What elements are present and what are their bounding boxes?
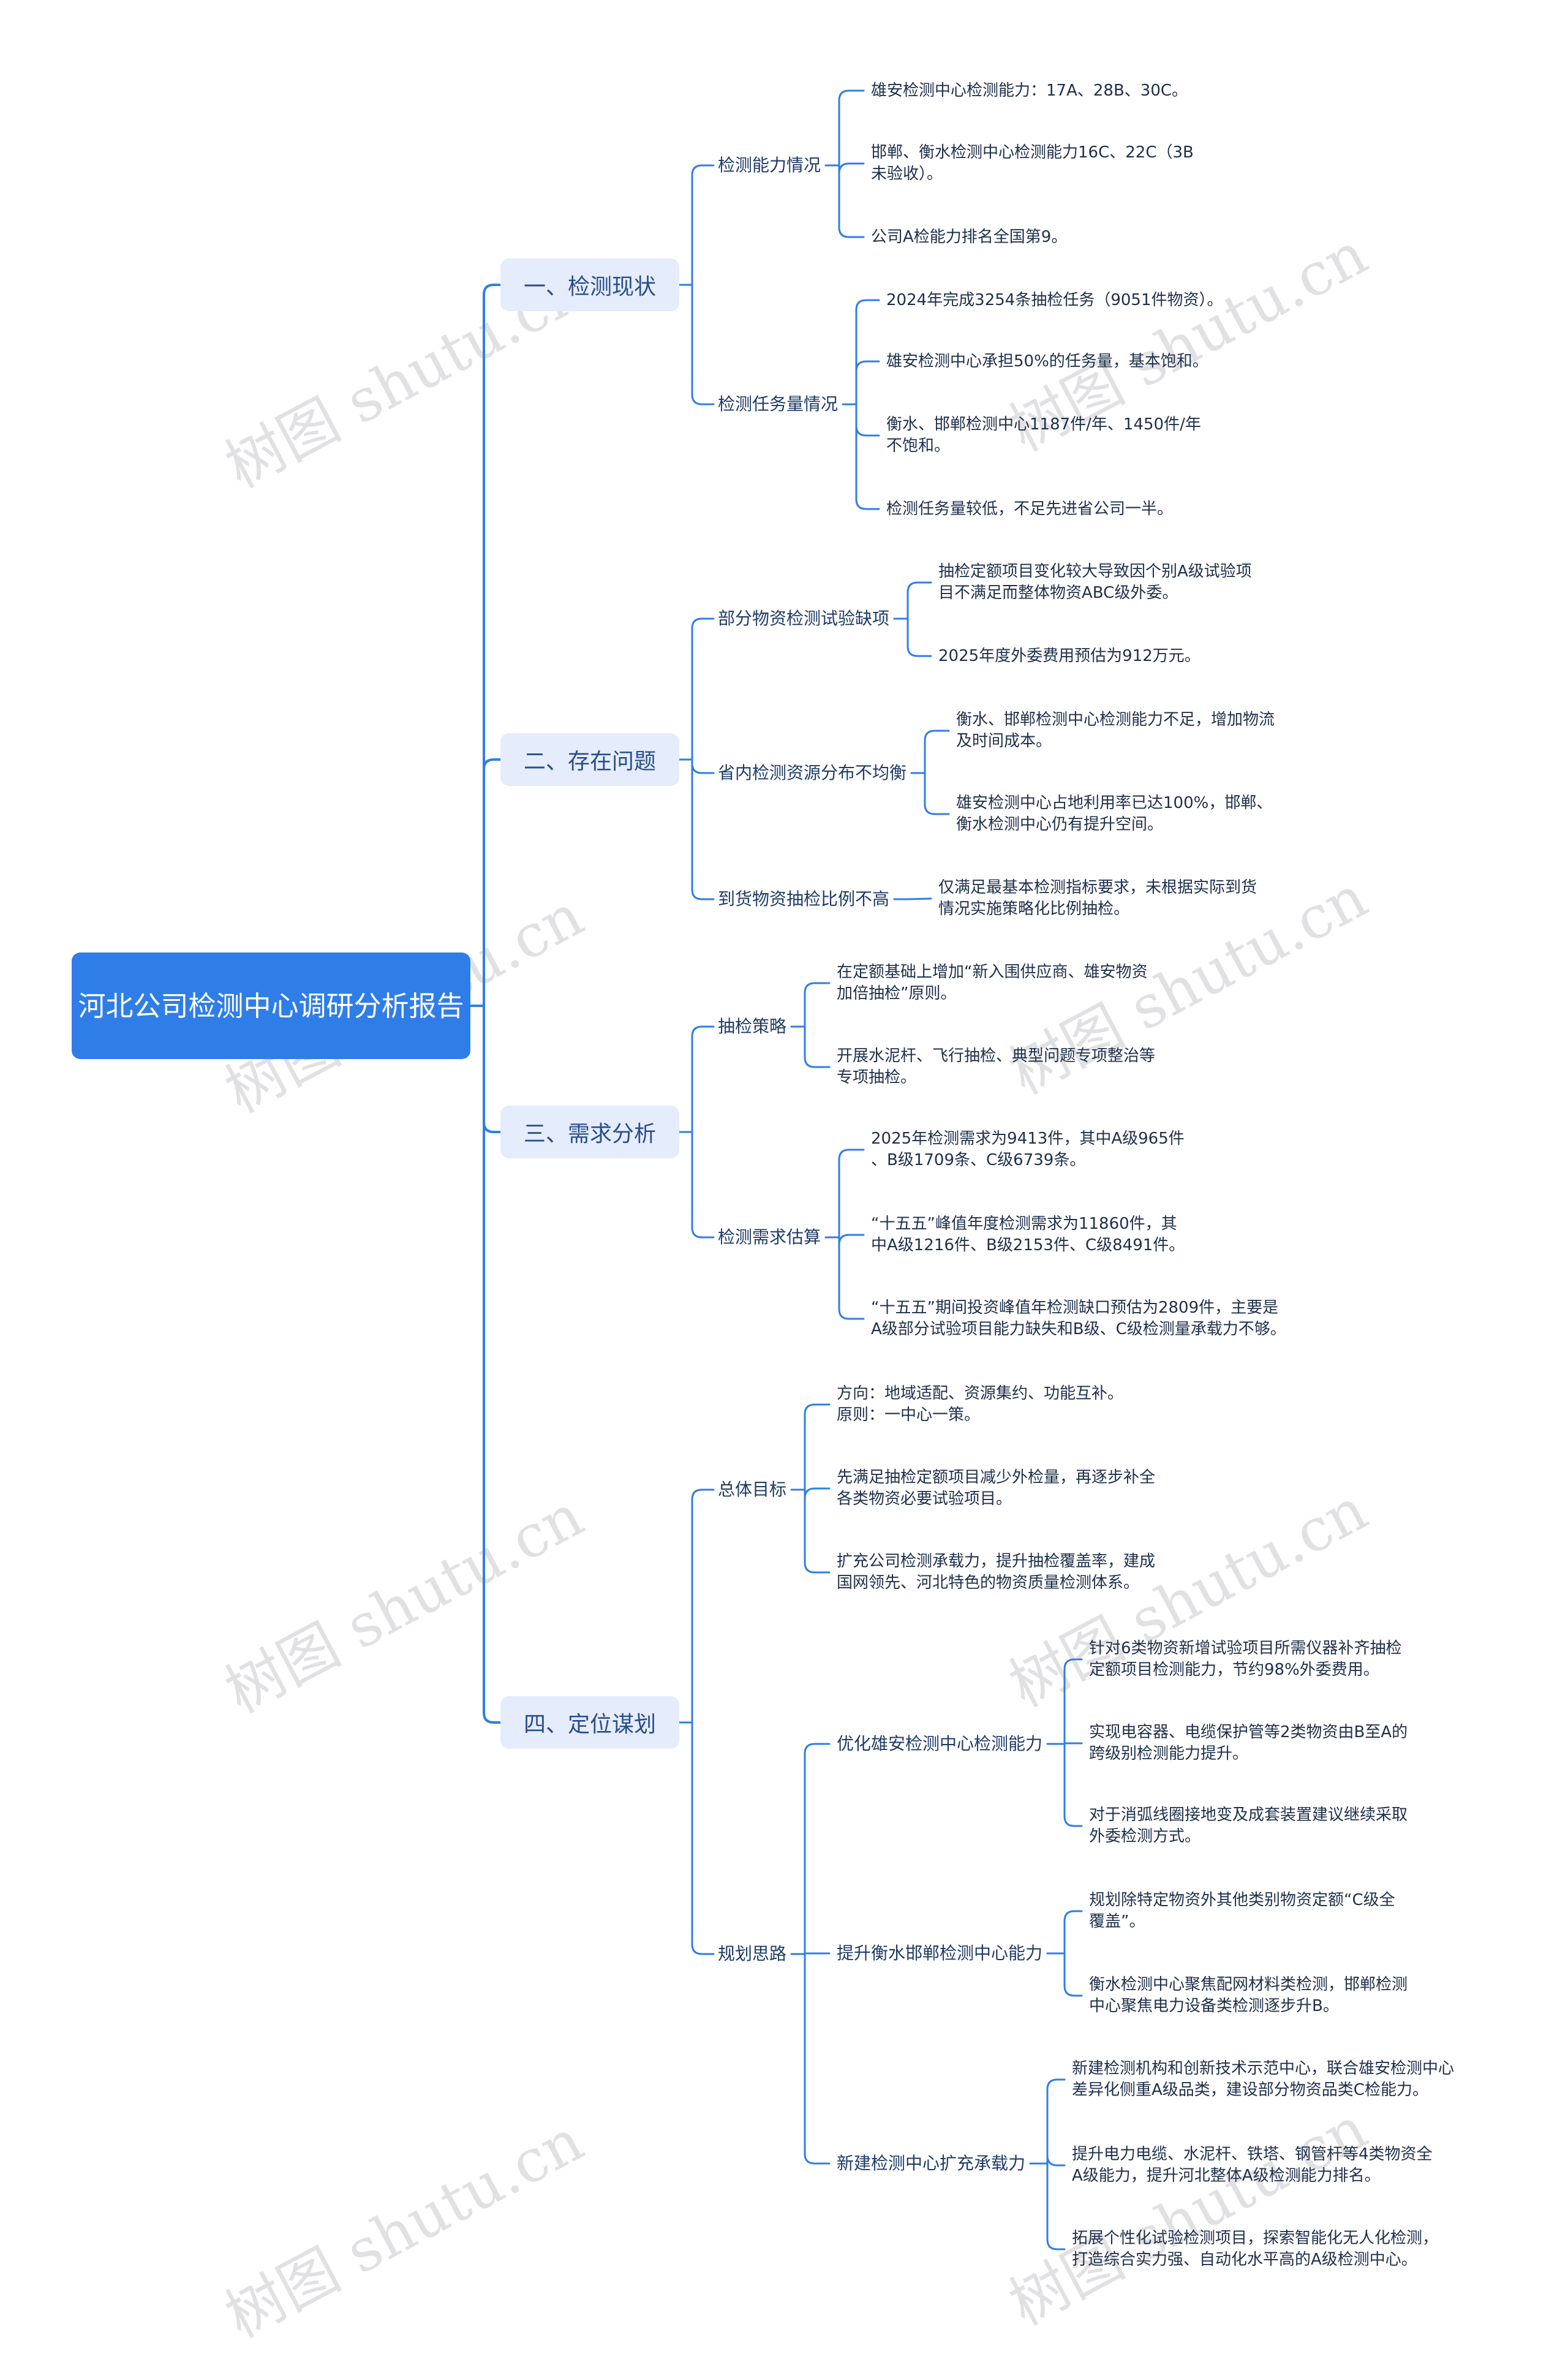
connector-line <box>1063 1815 1083 1827</box>
subtopic-node[interactable]: 检测任务量情况 <box>718 394 839 414</box>
leaf-node[interactable]: 仅满足最基本检测指标要求，未根据实际到货 情况实施策略化比例抽检。 <box>938 878 1257 918</box>
connector-line <box>691 617 715 630</box>
branch-label: 四、定位谋划 <box>523 1712 656 1737</box>
subtopic-node[interactable]: 抽检策略 <box>718 1016 787 1036</box>
leaf-node[interactable]: 检测任务量较低，不足先进省公司一半。 <box>886 499 1174 518</box>
leaf-node[interactable]: 雄安检测中心检测能力：17A、28B、30C。 <box>871 81 1188 100</box>
leaf-node[interactable]: 针对6类物资新增试验项目所需仪器补齐抽检 定额项目检测能力，节约98%外委费用。 <box>1089 1639 1402 1679</box>
leaf-node[interactable]: 衡水检测中心聚焦配网材料类检测，邯郸检测 中心聚焦电力设备类检测逐步升B。 <box>1089 1975 1408 2015</box>
connector-line <box>691 164 715 176</box>
connector-line <box>1063 1910 1083 1922</box>
leaf-node[interactable]: 雄安检测中心承担50%的任务量，基本饱和。 <box>886 352 1208 371</box>
connector-line <box>691 393 715 406</box>
leaf-node[interactable]: 2025年度外委费用预估为912万元。 <box>938 646 1200 665</box>
connector-line <box>907 645 932 657</box>
leaf-node[interactable]: “十五五”期间投资峰值年检测缺口预估为2809件，主要是 A级部分试验项目能力缺… <box>871 1299 1286 1338</box>
connector-line <box>838 89 865 102</box>
connector-line <box>691 1226 715 1239</box>
connector-line <box>691 888 715 900</box>
connector-line <box>838 162 865 175</box>
leaf-node[interactable]: 在定额基础上增加“新入围供应商、雄安物资 加倍抽检”原则。 <box>837 963 1148 1003</box>
leaf-node[interactable]: 实现电容器、电缆保护管等2类物资由B至A的 跨级别检测能力提升。 <box>1089 1723 1408 1763</box>
connector-line <box>855 498 880 510</box>
connector-line <box>483 758 502 771</box>
connector-line <box>804 1561 831 1574</box>
connector-line <box>924 803 950 815</box>
connector-line <box>1046 2078 1066 2091</box>
connector-line <box>691 1488 715 1501</box>
leaf-node[interactable]: 规划除特定物资外其他类别物资定额“C级全 覆盖”。 <box>1089 1891 1395 1931</box>
connector-line <box>1063 1658 1083 1670</box>
connector-line <box>483 284 502 296</box>
leaf-node[interactable]: “十五五”峰值年度检测需求为11860件，其 中A级1216件、B级2153件、… <box>871 1215 1185 1254</box>
leaf-node[interactable]: 扩充公司检测承载力，提升抽检覆盖率，建成 国网领先、河北特色的物资质量检测体系。 <box>837 1552 1156 1592</box>
branch-node[interactable]: 三、需求分析 <box>500 1106 679 1158</box>
subtopic-node[interactable]: 到货物资抽检比例不高 <box>718 889 890 909</box>
connector-line <box>855 299 880 311</box>
branch-node[interactable]: 一、检测现状 <box>500 258 679 311</box>
connector-line <box>838 1149 865 1161</box>
connector-line <box>924 730 950 742</box>
leaf-node[interactable]: 开展水泥杆、飞行抽检、典型问题专项整治等 专项抽检。 <box>837 1047 1156 1087</box>
leaf-node[interactable]: 对于消弧线圈接地变及成套装置建议继续采取 外委检测方式。 <box>1089 1806 1408 1846</box>
leaf-node[interactable]: 先满足抽检定额项目减少外检量，再逐步补全 各类物资必要试验项目。 <box>837 1468 1156 1508</box>
connector-line <box>1063 1985 1083 1997</box>
leaf-node[interactable]: 2024年完成3254条抽检任务（9051件物资）。 <box>886 290 1223 309</box>
subtopic-node[interactable]: 规划思路 <box>718 1944 787 1964</box>
leaf-node[interactable]: 衡水、邯郸检测中心检测能力不足，增加物流 及时间成本。 <box>956 711 1275 750</box>
subtopic-node[interactable]: 部分物资检测试验缺项 <box>718 608 890 628</box>
connector-line <box>483 1121 502 1133</box>
root-node[interactable]: 河北公司检测中心调研分析报告 <box>72 953 470 1059</box>
connector-line <box>804 1403 831 1416</box>
leaf-node[interactable]: 拓展个性化试验检测项目，探索智能化无人化检测， 打造综合实力强、自动化水平高的A… <box>1072 2229 1439 2269</box>
branch-node[interactable]: 四、定位谋划 <box>500 1696 679 1749</box>
connector-line <box>804 2152 831 2165</box>
connector-line <box>1046 2238 1066 2250</box>
leaf-node[interactable]: 雄安检测中心占地利用率已达100%，邯郸、 衡水检测中心仍有提升空间。 <box>956 794 1273 834</box>
connector-line <box>804 982 831 994</box>
group-node[interactable]: 新建检测中心扩充承载力 <box>837 2153 1026 2173</box>
leaf-node[interactable]: 提升电力电缆、水泥杆、铁塔、钢管杆等4类物资全 A级能力，提升河北整体A级检测能… <box>1072 2145 1433 2185</box>
branch-node[interactable]: 二、存在问题 <box>500 733 679 786</box>
leaf-node[interactable]: 衡水、邯郸检测中心1187件/年、1450件/年 不饱和。 <box>886 415 1201 455</box>
leaf-node[interactable]: 抽检定额项目变化较大导致因个别A级试验项 目不满足而整体物资ABC级外委。 <box>938 562 1252 602</box>
connector-line <box>838 226 865 238</box>
connector-line <box>1046 2154 1066 2167</box>
connector-line <box>483 1711 502 1724</box>
connector-line <box>804 1056 831 1068</box>
branch-label: 二、存在问题 <box>523 749 656 774</box>
connector-line <box>691 762 715 774</box>
connector-line <box>804 1743 831 1755</box>
connector-line <box>838 1234 865 1246</box>
connector-line <box>855 424 880 437</box>
connector-line <box>855 360 880 372</box>
branch-label: 三、需求分析 <box>523 1122 656 1147</box>
subtopic-node[interactable]: 检测需求估算 <box>718 1227 821 1247</box>
connector-line <box>691 1025 715 1038</box>
leaf-node[interactable]: 邯郸、衡水检测中心检测能力16C、22C（3B 未验收）。 <box>871 143 1194 183</box>
leaf-node[interactable]: 新建检测机构和创新技术示范中心，联合雄安检测中心 差异化侧重A级品类，建设部分物… <box>1072 2059 1455 2099</box>
subtopic-node[interactable]: 检测能力情况 <box>718 155 821 175</box>
subtopic-node[interactable]: 省内检测资源分布不均衡 <box>718 763 907 783</box>
connector-line <box>838 1308 865 1320</box>
group-node[interactable]: 提升衡水邯郸检测中心能力 <box>837 1943 1043 1963</box>
root-title: 河北公司检测中心调研分析报告 <box>78 989 464 1022</box>
subtopic-node[interactable]: 总体目标 <box>718 1479 787 1500</box>
leaf-node[interactable]: 方向：地域适配、资源集约、功能互补。 原则：一中心一策。 <box>837 1384 1124 1424</box>
connector-line <box>691 1943 715 1955</box>
group-node[interactable]: 优化雄安检测中心检测能力 <box>837 1733 1043 1754</box>
leaf-node[interactable]: 2025年检测需求为9413件，其中A级965件 、B级1709条、C级6739… <box>871 1130 1185 1169</box>
connector-line <box>907 581 932 594</box>
branch-label: 一、检测现状 <box>523 274 656 300</box>
leaf-node[interactable]: 公司A检能力排名全国第9。 <box>871 227 1068 246</box>
connector-line <box>804 1487 831 1500</box>
